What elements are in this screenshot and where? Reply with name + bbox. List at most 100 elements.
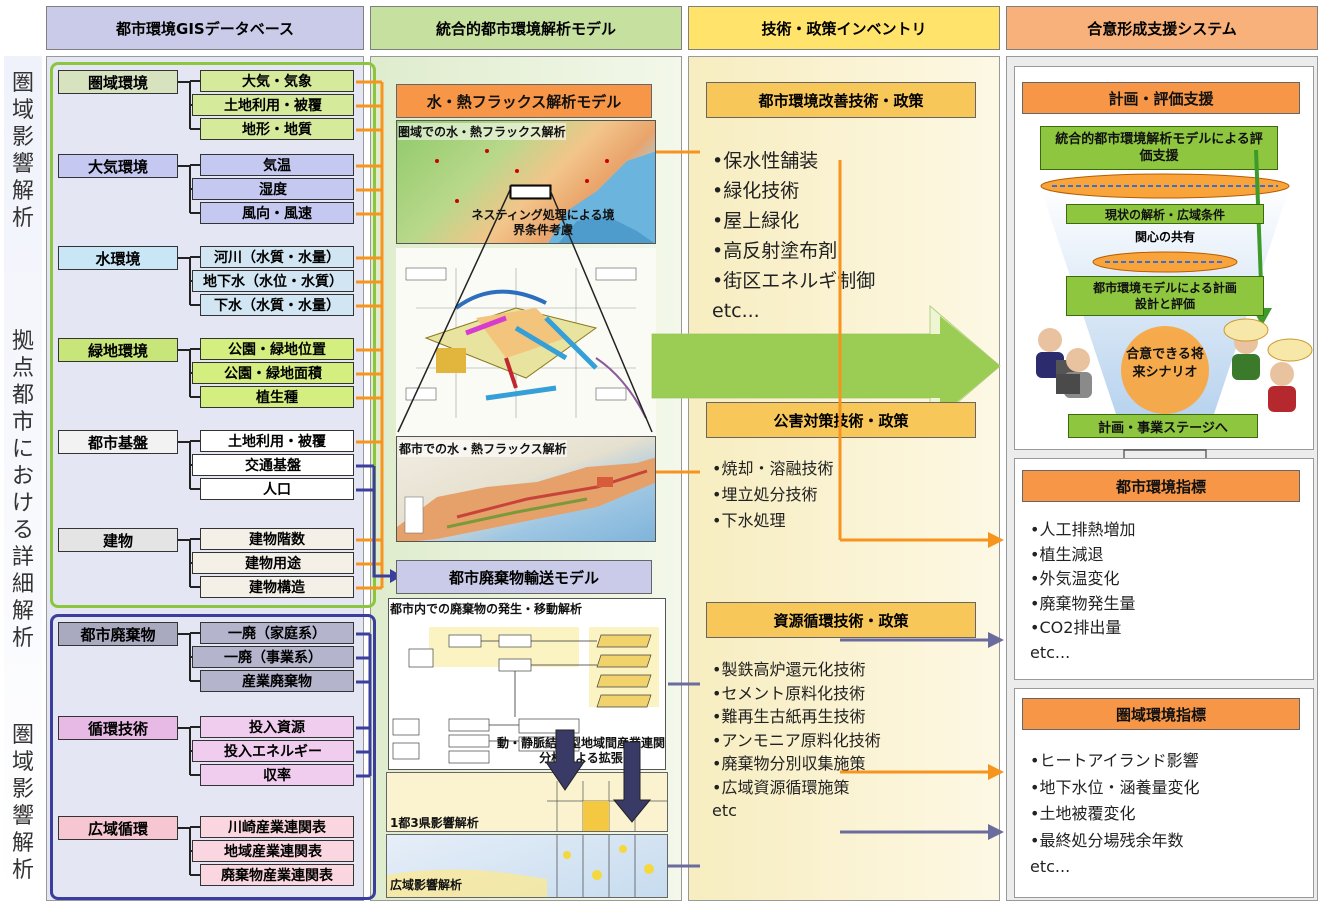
model-eval-text: 統合的都市環境解析モデルによる評価支援 (1055, 132, 1263, 164)
gis-item: 公園・緑地面積 (192, 362, 354, 384)
waste-model-title: 都市廃棄物輸送モデル (396, 560, 652, 594)
regional-analysis-frame (50, 614, 376, 900)
list-item: •緑化技術 (712, 180, 800, 202)
regional-index-list: •ヒートアイランド影響 •地下水位・涵養量変化 •土地被覆変化 •最終処分場残余年数 e… (1030, 748, 1199, 881)
list-item: •廃棄物発生量 (1030, 593, 1136, 613)
urban-index-title: 都市環境指標 (1022, 470, 1300, 502)
gis-tree-line (178, 348, 200, 398)
gis-to-model-connector (356, 80, 384, 590)
gis-item: 建物用途 (192, 552, 354, 574)
list-item: •外気温変化 (1030, 569, 1120, 588)
gis-to-waste-connector (356, 464, 394, 578)
nesting-note: ネスティング処理による境界条件考慮 (468, 208, 618, 238)
list-item: •高反射塗布剤 (712, 240, 838, 262)
gis-item: 交通基盤 (192, 454, 354, 476)
gis-item: 下水（水質・水量） (200, 294, 354, 316)
list-item: •下水処理 (712, 511, 786, 530)
gis-item: 地下水（水位・水質） (192, 270, 354, 292)
gis-item: 風向・風速 (200, 202, 354, 224)
gis-group-8: 広域循環 (58, 816, 178, 840)
list-item: •製鉄高炉還元化技術 (712, 660, 866, 679)
tokyo-analysis-caption: 1都3県影響解析 (390, 816, 479, 830)
list-item: •廃棄物分別収集施策 (712, 754, 866, 773)
gis-group-4: 都市基盤 (58, 430, 178, 454)
current-analysis-box: 現状の解析・広域条件 (1066, 204, 1264, 224)
model-design-text: 都市環境モデルによる計画設計と評価 (1093, 281, 1237, 311)
side-label-bottom: 圏域影響解析 (11, 723, 34, 883)
gis-item: 植生種 (200, 386, 354, 408)
io-table-drawing (547, 781, 667, 831)
gis-item: 一廃（家庭系） (200, 622, 354, 644)
list-item: •人工排熱増加 (1030, 520, 1136, 539)
wide-area-caption: 広域影響解析 (390, 878, 463, 892)
gis-item: 投入エネルギー (192, 740, 354, 762)
list-item: •セメント原料化技術 (712, 683, 866, 703)
list-item: •保水性舗装 (712, 150, 819, 172)
list-item: etc... (1030, 857, 1071, 876)
gis-item: 建物階数 (200, 528, 354, 550)
water-heat-model-title: 水・熱フラックス解析モデル (396, 84, 652, 118)
regional-map-drawing (435, 149, 655, 243)
list-item: •CO2排出量 (1030, 618, 1122, 637)
gis-group-7: 循環技術 (58, 716, 178, 740)
gis-item: 一廃（事業系） (192, 646, 354, 668)
regional-map-image (396, 120, 656, 244)
gis-item: 河川（水質・水量） (200, 246, 354, 268)
gis-tree-line (178, 632, 200, 682)
list-item: •広域資源循環施策 (712, 777, 850, 797)
future-scenario: 合意できる将来シナリオ (1121, 346, 1209, 382)
gis-item: 投入資源 (200, 716, 354, 738)
list-item: •屋上緑化 (712, 210, 800, 232)
gis-item: 大気・気象 (200, 70, 354, 92)
future-scenario-text: 合意できる将来シナリオ (1126, 347, 1204, 380)
gis-item: 土地利用・被覆 (200, 430, 354, 452)
header-consensus: 合意形成支援システム (1006, 6, 1318, 50)
improve-policy-title: 都市環境改善技術・政策 (706, 82, 976, 118)
list-item: •ヒートアイランド影響 (1030, 751, 1199, 770)
gis-item: 湿度 (192, 178, 354, 200)
gis-item: 建物構造 (200, 576, 354, 598)
gis-group-1: 大気環境 (58, 154, 178, 178)
plan-support-title: 計画・評価支援 (1022, 82, 1300, 114)
water-heat-diagram (396, 248, 656, 436)
side-label-background (4, 56, 42, 901)
detail-analysis-frame (50, 62, 376, 608)
header-model: 統合的都市環境解析モデル (370, 6, 682, 50)
gis-item: 公園・緑地位置 (200, 338, 354, 360)
model-design-box: 都市環境モデルによる計画設計と評価 (1066, 276, 1264, 316)
gis-group-5: 建物 (58, 528, 178, 552)
people-figures (1036, 318, 1313, 412)
gis-item: 地域産業連関表 (192, 840, 354, 862)
list-item: •最終処分場残余年数 (1030, 830, 1184, 850)
gis-item: 収率 (200, 764, 354, 786)
gis-to-io-connector (356, 632, 372, 778)
list-item: etc... (1030, 642, 1071, 662)
list-item: etc... (712, 300, 760, 322)
list-item: •埋立処分技術 (712, 485, 818, 504)
gis-item: 人口 (200, 478, 354, 500)
gis-tree-line (178, 80, 200, 130)
header-gis: 都市環境GISデータベース (46, 6, 364, 50)
list-item: •土地被覆変化 (1030, 804, 1136, 823)
gis-group-3: 緑地環境 (58, 338, 178, 362)
gis-tree-line (178, 164, 200, 214)
waste-flow-drawing (392, 627, 659, 764)
wide-area-image (386, 834, 668, 898)
side-label-top: 圏域影響解析 (11, 71, 34, 231)
water-heat-diagram-drawing (405, 267, 647, 419)
recycle-policy-list: •製鉄高炉還元化技術•セメント原料化技術•難再生古紙再生技術•アンモニア原料化技… (712, 658, 881, 823)
list-item: •地下水位・涵養量変化 (1030, 777, 1200, 797)
regional-analysis-caption: 圏域での水・熱フラックス解析 (398, 123, 566, 140)
city-analysis-caption: 都市での水・熱フラックス解析 (399, 440, 567, 457)
recycle-policy-title: 資源循環技術・政策 (706, 602, 976, 638)
nesting-note-text: ネスティング処理による境界条件考慮 (471, 208, 615, 237)
header-inventory: 技術・政策インベントリ (688, 6, 1000, 50)
pollution-policy-list: •焼却・溶融技術•埋立処分技術•下水処理 (712, 456, 833, 534)
gis-tree-line (178, 726, 200, 776)
gis-tree-line (178, 826, 200, 876)
